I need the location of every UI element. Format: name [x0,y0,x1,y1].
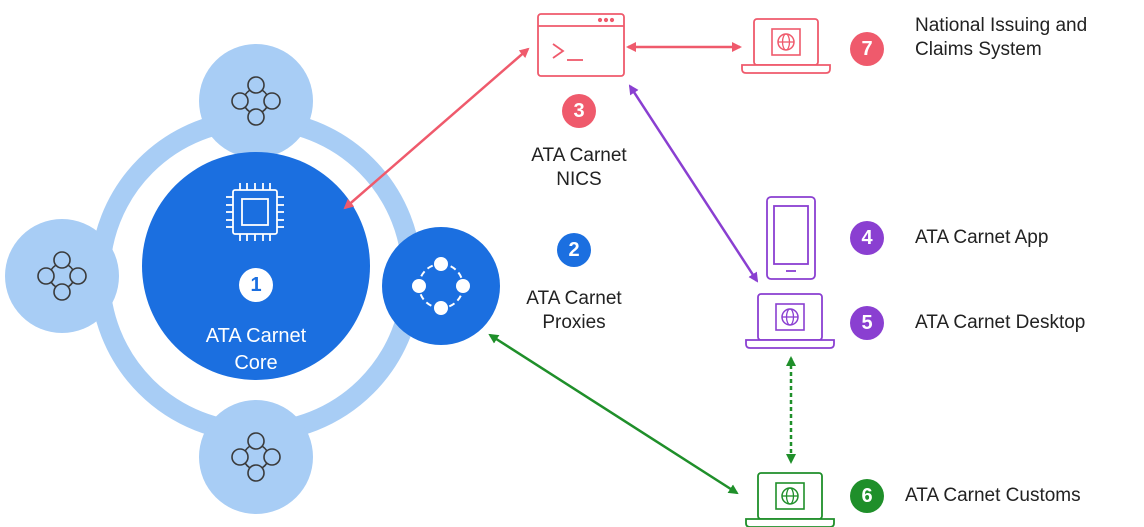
nics-label-line1: ATA Carnet [531,145,627,166]
network-nodes-icon [412,257,470,315]
desktop-laptop-icon [745,293,835,349]
desktop-label: ATA Carnet Desktop [915,312,1086,333]
proxies-label: ATA Carnet Proxies [504,287,644,335]
national-label-line2: Claims System [915,39,1042,60]
satellite-hub-top [199,44,313,158]
desktop-badge: 5 [861,312,873,334]
national-laptop-icon [741,18,831,74]
customs-badge: 6 [861,485,873,507]
national-label: National Issuing and Claims System [915,14,1141,62]
proxies-node [382,227,500,345]
core-label-line1: ATA Carnet [205,325,307,347]
smartphone-icon [766,196,816,280]
core-badge: 1 [239,268,273,302]
proxies-label-line2: Proxies [542,312,606,333]
proxies-label-line1: ATA Carnet [526,288,622,309]
proxies-badge: 2 [568,239,580,261]
app-badge-circle [850,221,884,255]
core-label-line2: Core [234,352,278,374]
nics-badge-circle [562,94,596,128]
arrow-proxies-to-customs [488,333,739,495]
customs-badge-circle [850,479,884,513]
arrow-nics-to-desktop [628,84,759,283]
app-label: ATA Carnet App [915,227,1049,248]
terminal-window-icon [537,13,625,77]
desktop-badge-circle [850,306,884,340]
core-label: ATA Carnet Core [156,323,356,377]
national-badge-circle [850,32,884,66]
proxies-badge-circle [557,233,591,267]
national-label-line1: National Issuing and [915,15,1088,36]
nics-label-line2: NICS [556,169,602,190]
satellite-hub-left [5,219,119,333]
nics-badge: 3 [573,100,585,122]
core-node [142,152,370,380]
nics-label: ATA Carnet NICS [509,144,649,192]
arrow-core-to-nics [343,47,530,210]
customs-label: ATA Carnet Customs [905,485,1081,506]
app-badge: 4 [861,227,873,249]
satellite-hub-bottom [199,400,313,514]
chip-icon [226,183,284,241]
customs-laptop-icon [745,472,835,527]
national-badge: 7 [861,38,873,60]
